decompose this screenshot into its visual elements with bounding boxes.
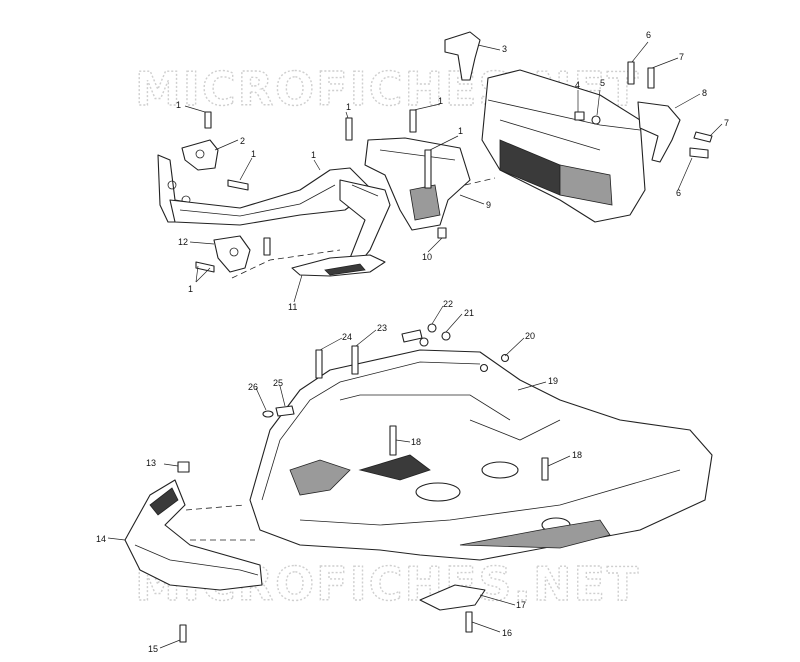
- callout-18: 18: [572, 450, 582, 460]
- callout-20: 20: [525, 331, 535, 341]
- callout-14: 14: [96, 534, 106, 544]
- callout-1: 1: [188, 284, 193, 294]
- part-9-center-bracket: [364, 137, 496, 231]
- callout-8: 8: [702, 88, 707, 98]
- callout-17: 17: [516, 600, 526, 610]
- leader-lines: [107, 41, 723, 649]
- callout-1: 1: [346, 102, 351, 112]
- callout-1: 1: [311, 150, 316, 160]
- callout-16: 16: [502, 628, 512, 638]
- callout-12: 12: [178, 237, 188, 247]
- callout-4: 4: [575, 80, 580, 90]
- callout-1: 1: [438, 96, 443, 106]
- callout-25: 25: [273, 378, 283, 388]
- callout-1: 1: [458, 126, 463, 136]
- front-frame-assembly: [157, 139, 391, 279]
- callout-13: 13: [146, 458, 156, 468]
- callout-18: 18: [411, 437, 421, 447]
- part-14-front-bumper: [124, 479, 263, 591]
- callout-labels: 1 1 1 1 1 1 1 2 3 4 5 6 6 7 7 8 9 10 11 …: [96, 30, 729, 654]
- callout-7: 7: [724, 118, 729, 128]
- callout-23: 23: [377, 323, 387, 333]
- callout-3: 3: [502, 44, 507, 54]
- callout-1: 1: [251, 149, 256, 159]
- callout-5: 5: [600, 78, 605, 88]
- part-8-rear-crossmember: [444, 31, 681, 223]
- callout-7: 7: [679, 52, 684, 62]
- callout-6: 6: [676, 188, 681, 198]
- callout-26: 26: [248, 382, 258, 392]
- callout-9: 9: [486, 200, 491, 210]
- callout-19: 19: [548, 376, 558, 386]
- callout-6: 6: [646, 30, 651, 40]
- callout-22: 22: [443, 299, 453, 309]
- callout-15: 15: [148, 644, 158, 654]
- callout-2: 2: [240, 136, 245, 146]
- callout-1: 1: [176, 100, 181, 110]
- callout-11: 11: [288, 302, 297, 312]
- callout-24: 24: [342, 332, 352, 342]
- callout-21: 21: [464, 308, 474, 318]
- callout-10: 10: [422, 252, 432, 262]
- part-19-belly-pan: [249, 349, 713, 561]
- lower-fasteners: [177, 323, 549, 643]
